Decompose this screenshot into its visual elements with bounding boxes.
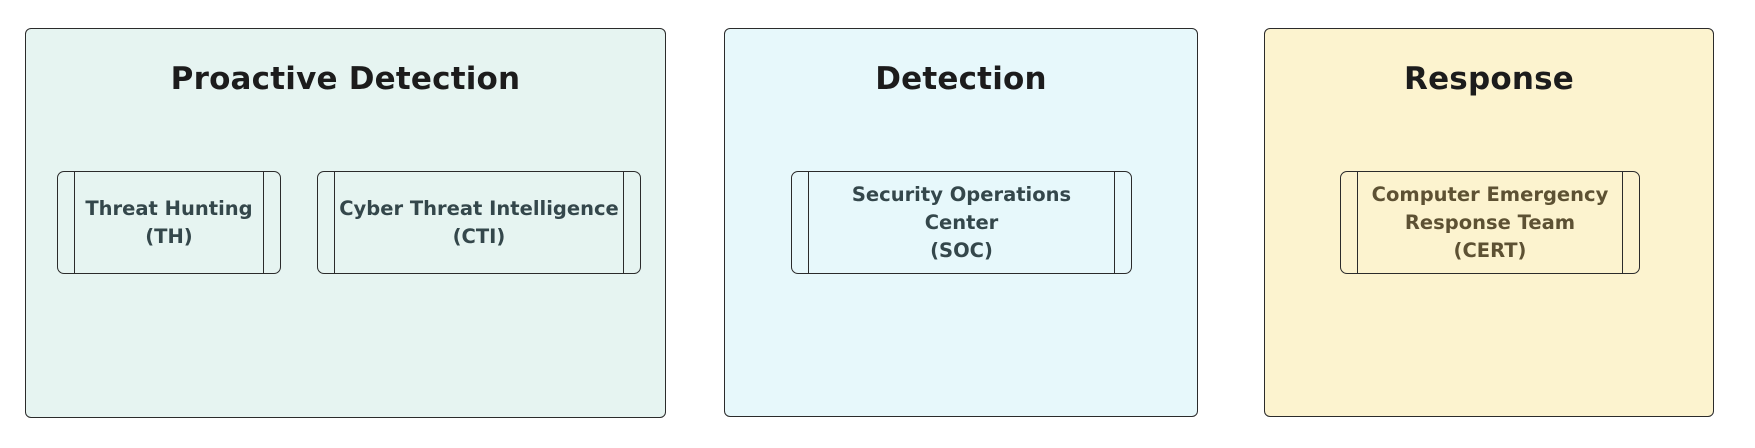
- group-detection: Detection: [724, 28, 1198, 417]
- process-right-bar: [1622, 172, 1623, 273]
- group-proactive-detection: Proactive Detection: [25, 28, 666, 418]
- process-cyber-threat-intelligence: Cyber Threat Intelligence (CTI): [317, 171, 641, 274]
- group-title: Detection: [875, 61, 1047, 97]
- process-security-operations-center: Security Operations Center (SOC): [791, 171, 1132, 274]
- process-label: Security Operations Center (SOC): [851, 182, 1072, 262]
- process-left-bar: [74, 172, 75, 273]
- process-label: Cyber Threat Intelligence (CTI): [339, 196, 619, 248]
- process-right-bar: [263, 172, 264, 273]
- group-response: Response: [1264, 28, 1714, 417]
- process-label: Computer Emergency Response Team (CERT): [1371, 182, 1609, 262]
- process-left-bar: [1357, 172, 1358, 273]
- process-left-bar: [334, 172, 335, 273]
- process-label: Threat Hunting (TH): [85, 196, 253, 248]
- group-title: Response: [1404, 61, 1574, 97]
- process-threat-hunting: Threat Hunting (TH): [57, 171, 281, 274]
- group-title: Proactive Detection: [170, 61, 521, 97]
- process-right-bar: [1114, 172, 1115, 273]
- process-left-bar: [808, 172, 809, 273]
- process-right-bar: [623, 172, 624, 273]
- process-computer-emergency-response-team: Computer Emergency Response Team (CERT): [1340, 171, 1640, 274]
